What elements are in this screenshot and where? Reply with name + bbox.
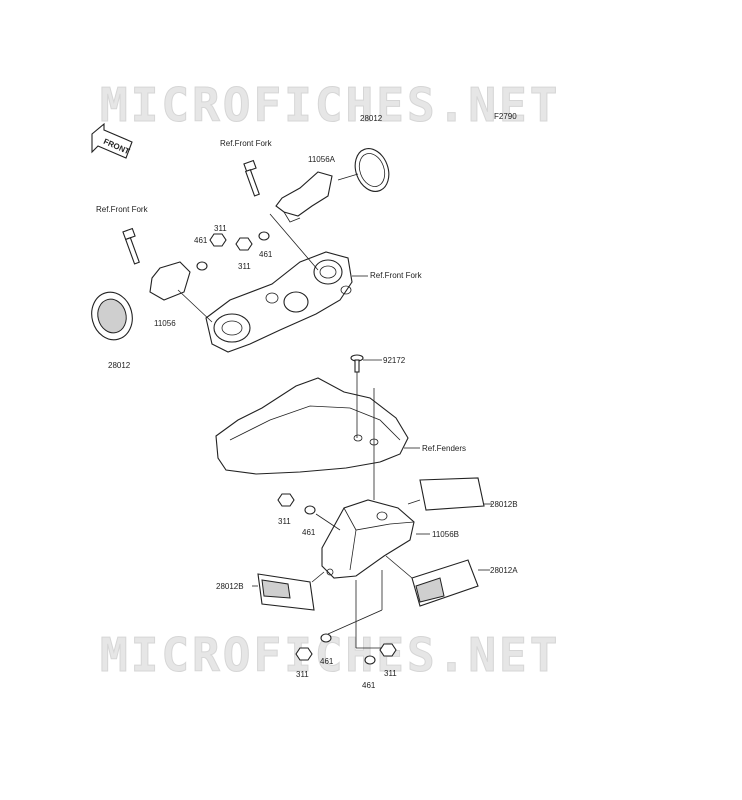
label-ref-front-fork-right: Ref.Front Fork bbox=[370, 271, 422, 280]
label-311-c: 311 bbox=[278, 517, 291, 526]
label-28012-top: 28012 bbox=[360, 114, 383, 123]
label-11056: 11056 bbox=[154, 319, 176, 328]
triple-clamp-icon bbox=[205, 251, 353, 353]
screw-92172-icon bbox=[350, 354, 382, 373]
label-11056A: 11056A bbox=[308, 155, 335, 164]
nut-311-upper-left-icon bbox=[209, 233, 227, 247]
label-11056B: 11056B bbox=[432, 530, 459, 539]
reflector-28012b-right-icon bbox=[407, 477, 492, 511]
label-ref-fenders: Ref.Fenders bbox=[422, 444, 467, 453]
bracket-11056b-icon bbox=[321, 499, 415, 579]
bracket-11056-icon bbox=[149, 261, 191, 301]
label-461-c: 461 bbox=[302, 528, 316, 537]
washer-461-upper-right-icon bbox=[258, 231, 270, 241]
label-311-b: 311 bbox=[238, 262, 251, 271]
label-461-e: 461 bbox=[362, 681, 376, 690]
bracket-11056a-icon bbox=[275, 171, 333, 223]
nut-311-upper-right-icon bbox=[235, 237, 253, 251]
label-461-a: 461 bbox=[194, 236, 208, 245]
label-ref-front-fork-left: Ref.Front Fork bbox=[96, 205, 148, 214]
bolt-top-icon bbox=[243, 159, 260, 197]
reflector-28012b-left-icon bbox=[252, 571, 325, 611]
watermark-top: MICROFICHES.NET bbox=[99, 78, 561, 133]
nut-311-bottom-left-icon bbox=[295, 647, 313, 661]
washer-461-upper-left-icon bbox=[196, 261, 208, 271]
label-311-d: 311 bbox=[296, 670, 309, 679]
reflector-28012-left-icon bbox=[91, 291, 133, 341]
label-311-e: 311 bbox=[384, 669, 397, 678]
label-461-b: 461 bbox=[259, 250, 273, 259]
label-92172: 92172 bbox=[383, 356, 406, 365]
label-28012B-right: 28012B bbox=[490, 500, 518, 509]
label-461-d: 461 bbox=[320, 657, 334, 666]
diagram-code: F2790 bbox=[494, 112, 517, 121]
reflector-28012a-icon bbox=[385, 555, 490, 607]
fender-cowl-icon bbox=[215, 377, 409, 475]
washer-461-bottom-right-icon bbox=[364, 655, 376, 665]
washer-461-bottom-left-icon bbox=[320, 633, 332, 643]
reflector-28012-top-icon bbox=[337, 148, 390, 192]
label-28012B-left: 28012B bbox=[216, 582, 244, 591]
label-28012-left: 28012 bbox=[108, 361, 131, 370]
bolt-left-icon bbox=[122, 227, 140, 265]
front-arrow-icon: FRONT bbox=[91, 122, 133, 159]
label-ref-front-fork-top: Ref.Front Fork bbox=[220, 139, 272, 148]
washer-461-mid-icon bbox=[304, 505, 316, 515]
nut-311-bottom-right-icon bbox=[379, 643, 397, 657]
nut-311-mid-icon bbox=[277, 493, 295, 507]
label-311-a: 311 bbox=[214, 224, 227, 233]
label-28012A: 28012A bbox=[490, 566, 518, 575]
